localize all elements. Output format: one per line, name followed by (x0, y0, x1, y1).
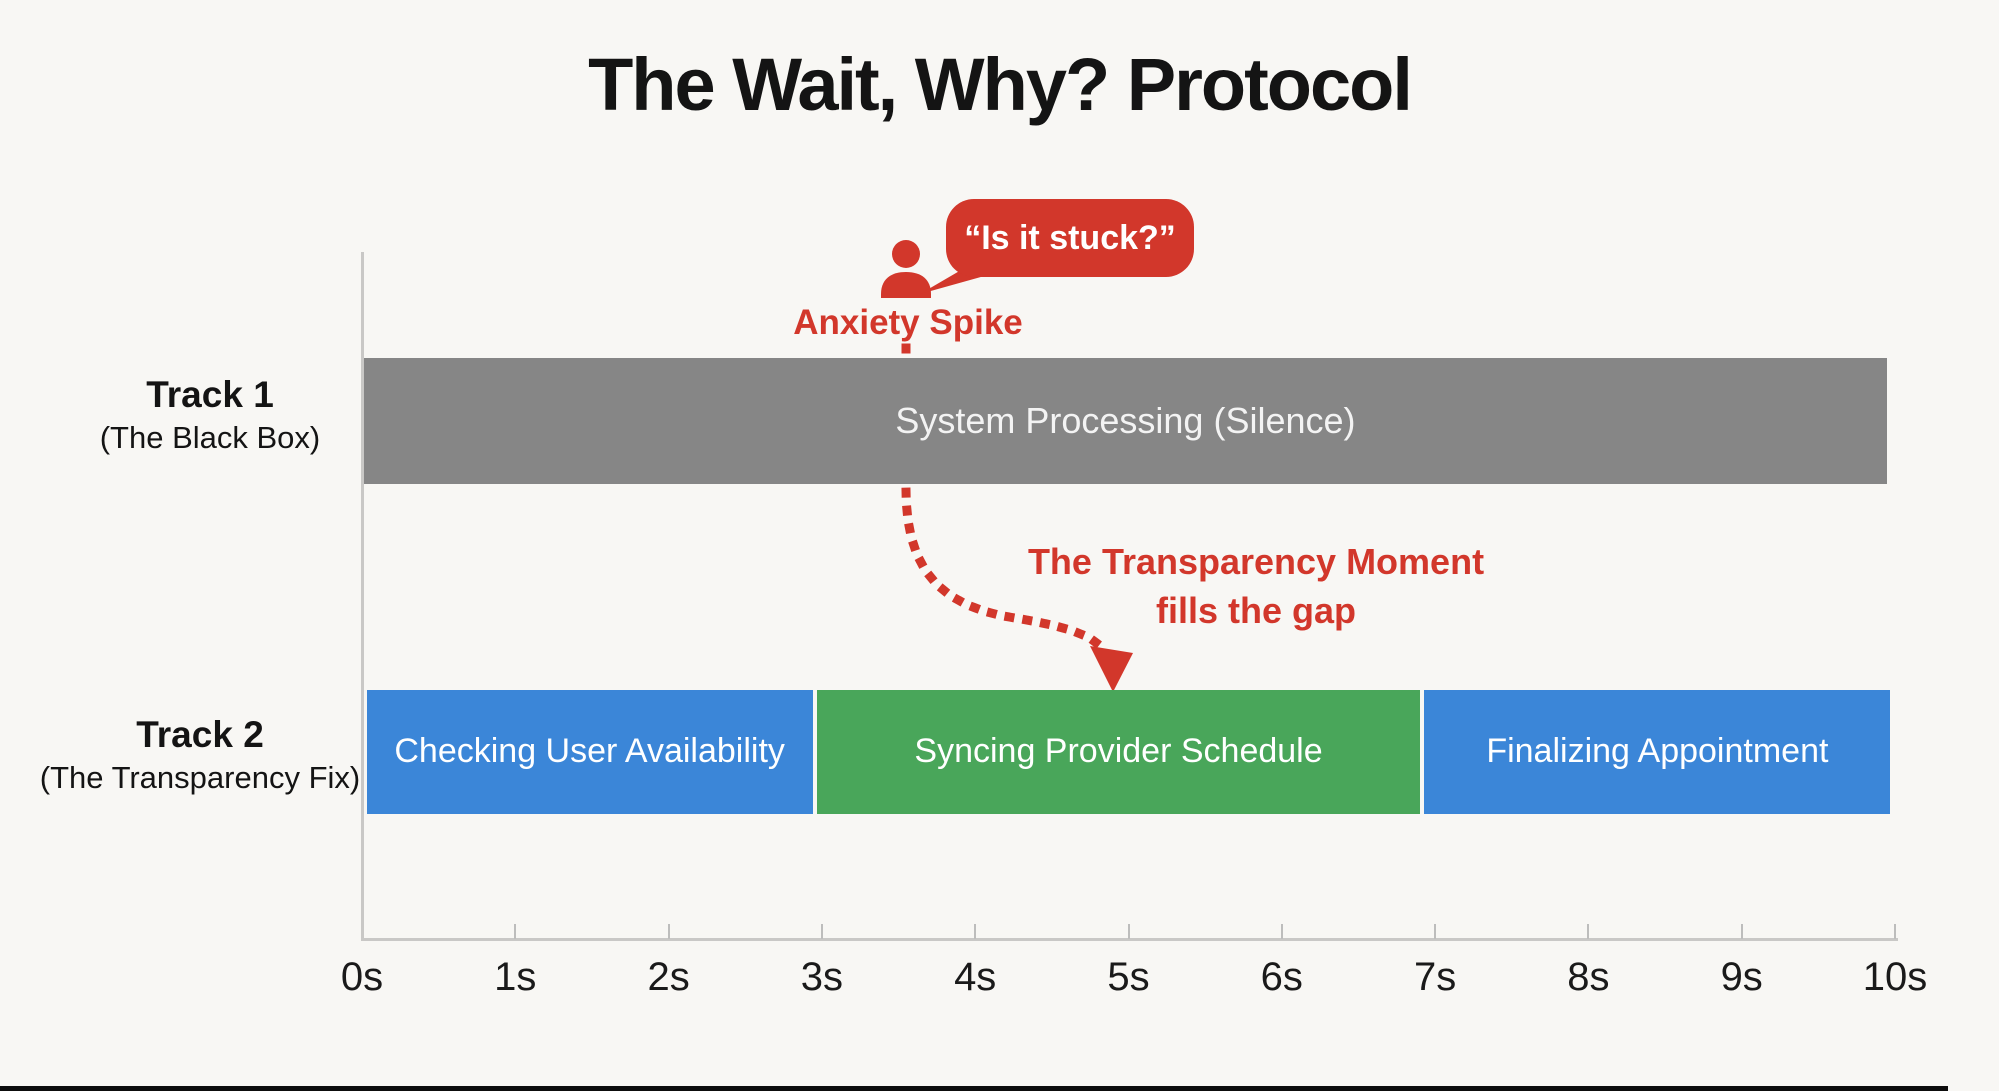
segment-label: System Processing (Silence) (895, 399, 1356, 441)
axis-tick-label: 4s (954, 955, 997, 999)
axis-tick (1740, 924, 1743, 939)
person-icon (881, 240, 931, 298)
arrowhead-icon (1090, 646, 1133, 692)
axis-tick-label: 9s (1720, 955, 1763, 999)
axis-tick (974, 924, 977, 939)
track1-subtitle: (The Black Box) (99, 420, 321, 456)
axis-tick-label: 2s (647, 955, 690, 999)
axis-tick-label: 1s (494, 955, 537, 999)
axis-tick (1587, 924, 1590, 939)
time-axis-line (361, 938, 1898, 941)
axis-tick (1127, 924, 1130, 939)
axis-tick-label: 7s (1413, 955, 1457, 999)
page-title: The Wait, Why? Protocol (588, 43, 1413, 126)
axis-tick (820, 924, 823, 939)
axis-tick (667, 924, 670, 939)
transparency-note: The Transparency Moment fills the gap (1006, 538, 1506, 635)
speech-bubble-text: “Is it stuck?” (964, 218, 1176, 257)
axis-tick-label: 5s (1107, 955, 1150, 999)
axis-tick (1280, 924, 1283, 939)
track2-subtitle: (The Transparency Fix) (39, 760, 361, 796)
axis-tick-label: 0s (340, 955, 384, 999)
axis-tick (1434, 924, 1437, 939)
transparency-note-line2: fills the gap (1155, 589, 1357, 631)
segment-label: Finalizing Appointment (1486, 732, 1829, 771)
timeline-segment: System Processing (Silence) (363, 358, 1888, 484)
axis-tick-label: 8s (1567, 955, 1610, 999)
anxiety-spike-label: Anxiety Spike (793, 303, 1023, 342)
timeline-segment: Syncing Provider Schedule (817, 690, 1420, 814)
transparency-note-line1: The Transparency Moment (1027, 541, 1485, 582)
axis-tick (1894, 924, 1896, 939)
speech-bubble: “Is it stuck?” (946, 199, 1194, 277)
track2-label: Track 2 (The Transparency Fix) (25, 712, 375, 799)
segment-label: Checking User Availability (394, 732, 785, 771)
track1-name: Track 1 (146, 374, 274, 415)
segment-label: Syncing Provider Schedule (914, 732, 1323, 771)
timeline-segment: Finalizing Appointment (1424, 690, 1891, 814)
track1-label: Track 1 (The Black Box) (35, 372, 385, 459)
axis-tick-label: 6s (1260, 955, 1303, 999)
axis-tick (514, 924, 517, 939)
track2-name: Track 2 (136, 714, 264, 755)
axis-tick-label: 3s (800, 955, 844, 999)
timeline-segment: Checking User Availability (366, 690, 813, 814)
axis-tick-label: 10s (1862, 955, 1928, 999)
bottom-edge-strip (0, 1086, 1948, 1091)
person-head (892, 240, 920, 268)
y-axis-line (361, 252, 364, 940)
person-body (881, 272, 931, 298)
